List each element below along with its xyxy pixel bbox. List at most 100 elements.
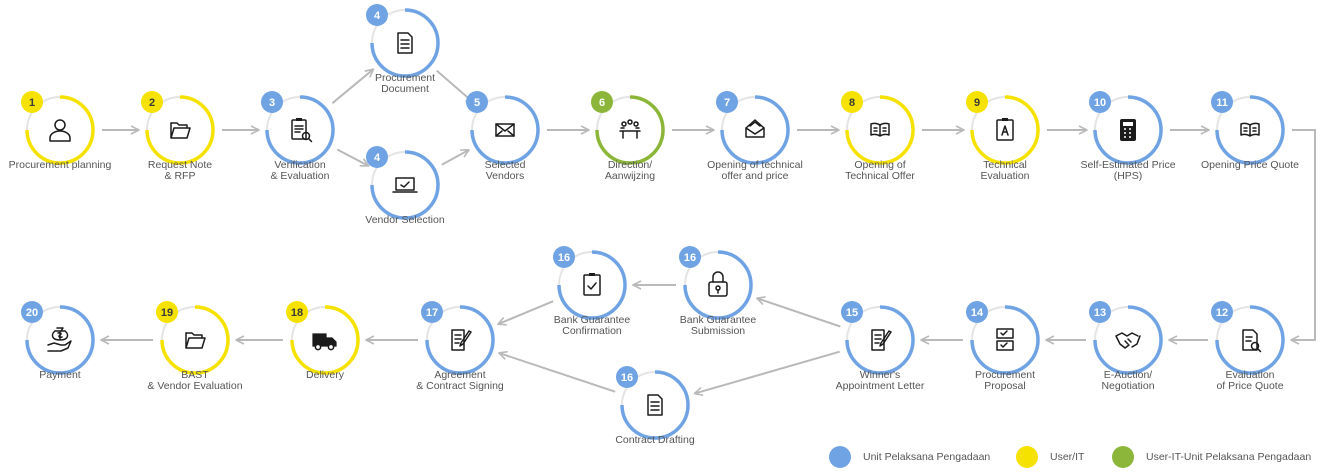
connector-arrow [756,296,841,328]
connector-arrow [497,300,554,326]
open-envelope-icon [745,119,765,138]
legend-label: User/IT [1050,451,1085,463]
step-number-badge [1089,91,1111,113]
step-node: 16 [553,246,627,320]
step-number-badge [421,301,443,323]
step-number-badge [716,91,738,113]
calculator-icon [1120,119,1136,141]
step-node: 10 [1089,91,1163,165]
step-number: 10 [1094,97,1106,109]
step-number-badge [841,301,863,323]
step-number: 12 [1216,307,1228,319]
step-label: BAST & Vendor Evaluation [147,369,243,392]
step-label: Evaluation of Price Quote [1216,369,1284,392]
step-label: Opening Price Quote [1200,159,1300,171]
step-number-badge [366,4,388,26]
step-label: Selected Vendors [484,159,526,182]
step-number: 13 [1094,307,1106,319]
step-label: Procurement Document [374,72,436,95]
step-number: 9 [974,97,980,109]
step-number-badge [1211,91,1233,113]
legend-swatch [1112,446,1134,468]
step-number: 14 [971,307,984,319]
step-node: 2 [141,91,215,165]
step-node: 6 [591,91,665,165]
step-number: 16 [621,372,633,384]
connector-arrow [331,68,375,104]
step-number: 11 [1216,97,1228,109]
step-node: 13 [1089,301,1163,375]
step-number: 18 [291,307,303,319]
step-label: E-Auction/ Negotiation [1101,369,1155,392]
document-icon [397,32,413,54]
step-number-badge [366,146,388,168]
step-node: 18 [286,301,360,375]
step-number-badge [841,91,863,113]
step-label: Opening of Technical Offer [845,159,915,182]
step-label: Delivery [306,369,344,381]
step-label: Payment [39,369,81,381]
legend-item-user-it: User/IT [1016,446,1085,468]
document-icon [647,394,663,416]
step-number-badge [966,301,988,323]
step-number-badge [591,91,613,113]
step-node: 14 [966,301,1040,375]
envelope-icon [495,123,515,137]
step-node: 3 [261,91,335,165]
step-node: 19 [156,301,230,375]
connector-wrap-arrow [1290,129,1316,345]
step-label: Verification & Evaluation [270,159,330,182]
step-number: 19 [161,307,173,319]
open-book-icon [1240,122,1260,137]
connector-arrow [693,350,840,397]
step-node: 7 [716,91,790,165]
connector-arrow [441,148,470,166]
money-hand-icon [47,327,72,352]
step-number-badge [21,301,43,323]
step-number: 1 [29,97,35,109]
step-number-badge [966,91,988,113]
connectors [100,68,1316,397]
step-node: 12 [1211,301,1285,375]
step-number: 8 [849,97,855,109]
step-node: 9 [966,91,1040,165]
step-node: 8 [841,91,915,165]
step-label: Agreement & Contract Signing [416,369,504,392]
step-label: Direction/ Aanwijzing [604,159,656,182]
truck-icon [312,333,337,351]
step-number: 7 [724,97,730,109]
step-label: Procurement Proposal [974,369,1036,392]
step-label: Request Note & RFP [147,159,213,182]
connector-arrow [498,350,616,393]
step-node: 16 [679,246,753,320]
folder-icon [185,332,206,349]
laptop-icon [392,177,418,193]
meeting-icon [619,119,641,139]
step-number-badge [1089,301,1111,323]
clipboard-grade-icon [996,118,1014,141]
step-label: Self-Estimated Price (HPS) [1080,159,1176,182]
step-number: 16 [558,252,570,264]
step-number-badge [466,91,488,113]
step-number: 4 [374,152,381,164]
folder-icon [170,122,191,139]
document-pen-icon [871,329,892,351]
step-node: 16 [616,366,690,440]
step-number-badge [141,91,163,113]
step-node: 4 [366,146,440,220]
legend-label: User-IT-Unit Pelaksana Pengadaan [1146,451,1312,463]
step-node: 4 [366,4,440,78]
step-number: 3 [269,97,275,109]
step-label: Vendor Selection [365,214,445,226]
padlock-icon [708,271,728,297]
document-pen-icon [451,329,472,351]
step-number-badge [156,301,178,323]
step-label: Procurement planning [8,159,112,171]
clipboard-search-icon [291,118,313,143]
step-number: 20 [26,307,38,319]
legend-item-unit-pelaksana: Unit Pelaksana Pengadaan [829,446,990,468]
step-number: 17 [426,307,438,319]
step-number-badge [1211,301,1233,323]
